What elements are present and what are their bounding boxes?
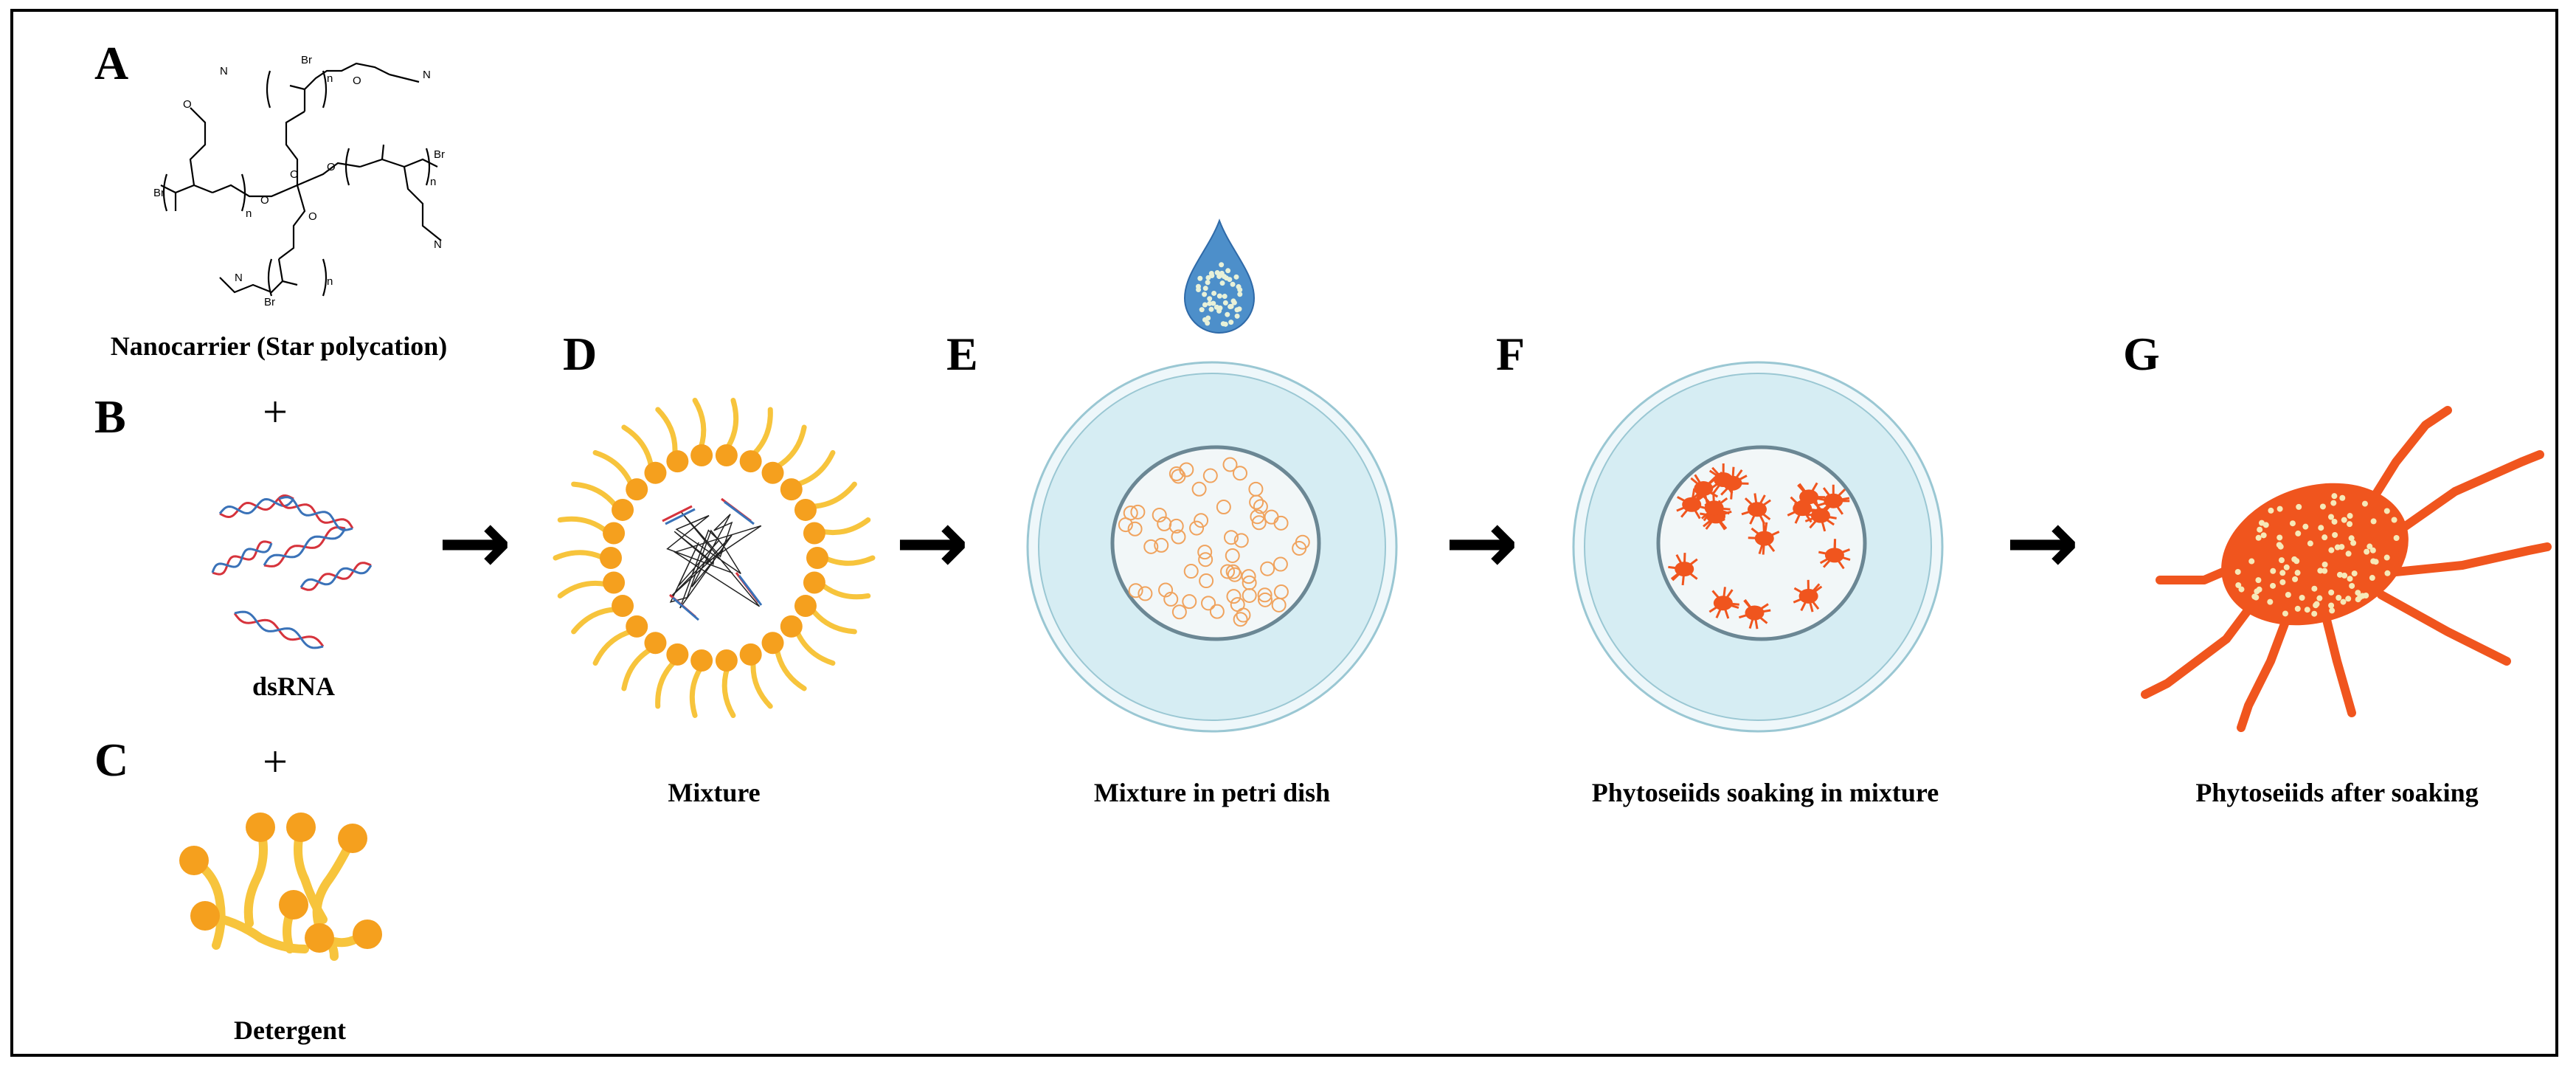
figure-frame: A	[10, 9, 2558, 1057]
panel-letter-g: G	[2123, 328, 2160, 380]
svg-text:Br: Br	[153, 187, 165, 199]
svg-text:O: O	[327, 161, 336, 173]
svg-text:Br: Br	[264, 296, 275, 308]
water-droplet	[1183, 218, 1256, 334]
petri-dish-phytoseiids	[1572, 361, 1944, 733]
svg-text:O: O	[290, 168, 299, 181]
panel-letter-a: A	[94, 37, 129, 89]
svg-text:N: N	[423, 69, 431, 81]
svg-text:O: O	[260, 194, 269, 207]
caption-detergent: Detergent	[234, 1015, 346, 1045]
panel-letter-e: E	[946, 328, 978, 380]
panel-letter-f: F	[1496, 328, 1526, 380]
svg-text:Br: Br	[434, 148, 445, 161]
panel-letter-d: D	[563, 328, 598, 380]
panel-letter-c: C	[94, 734, 129, 786]
svg-text:O: O	[353, 75, 361, 87]
svg-text:N: N	[220, 65, 228, 77]
micelle-mixture	[553, 398, 876, 718]
plus-sign-b: +	[263, 387, 288, 436]
dsrna-strands	[211, 494, 373, 649]
phytoseiid-mite	[2141, 406, 2552, 732]
arrow-4: →	[2005, 491, 2080, 594]
arrow-1: →	[437, 491, 512, 594]
star-polycation-structure: Br O N N Br N Br O N Br O O O O n n n n	[153, 54, 445, 308]
svg-text:n: n	[327, 72, 333, 85]
plus-sign-c: +	[263, 737, 288, 786]
svg-text:N: N	[235, 272, 243, 284]
svg-text:n: n	[246, 207, 252, 220]
caption-nanocarrier: Nanocarrier (Star polycation)	[110, 331, 448, 361]
caption-phytoseiids-after: Phytoseiids after soaking	[2195, 778, 2479, 807]
caption-dsrna: dsRNA	[252, 672, 336, 701]
petri-dish-mixture	[1026, 361, 1398, 733]
svg-text:n: n	[430, 176, 436, 188]
caption-mixture-in-petri-dish: Mixture in petri dish	[1093, 778, 1331, 807]
caption-mixture: Mixture	[668, 778, 761, 807]
svg-text:O: O	[183, 98, 192, 111]
svg-text:n: n	[327, 275, 333, 288]
caption-phytoseiids-soaking: Phytoseiids soaking in mixture	[1591, 778, 1939, 807]
arrow-2: →	[895, 491, 969, 594]
svg-text:Br: Br	[301, 54, 312, 66]
svg-text:O: O	[308, 210, 317, 223]
detergent-molecules	[179, 812, 382, 961]
arrow-3: →	[1444, 491, 1519, 594]
svg-text:N: N	[434, 238, 442, 251]
panel-letter-b: B	[94, 390, 126, 443]
